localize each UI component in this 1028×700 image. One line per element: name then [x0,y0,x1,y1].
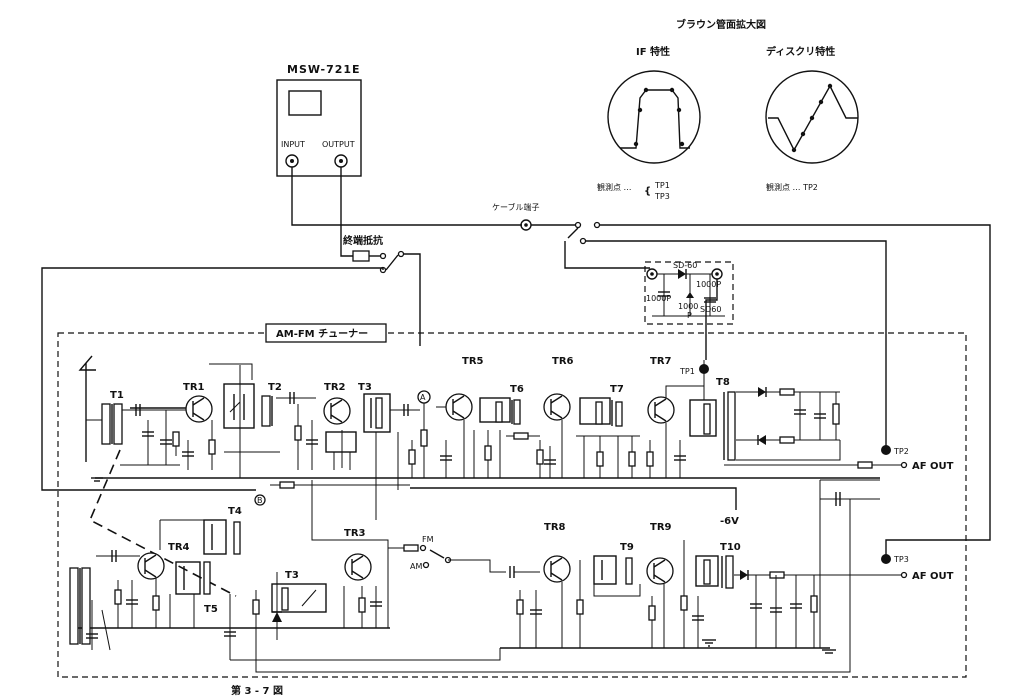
TR7-label: TR7 [650,356,672,367]
svg-text:TP1: TP1 [679,367,695,376]
if-tp3-label: TP3 [654,192,670,201]
T9-transformer [593,555,633,585]
probe-diode-label: SD-60 [673,261,697,270]
T1-transformer [86,403,123,445]
minus-6v-label: -6V [720,516,739,527]
fm-switch-label: FM [422,535,434,544]
T3-am-label: T3 [285,570,299,581]
T3-transformer [363,393,391,433]
tuner-label-box [265,323,387,343]
sweep-generator-box [276,79,362,177]
output-jack-label: OUTPUT [322,140,355,149]
scope-screen-header: ブラウン管面拡大図 [676,18,766,31]
cable-to-TP3 [600,224,991,558]
wire-to-TP2 [586,240,887,448]
TR5-label: TR5 [462,356,484,367]
T10-transformer [695,555,734,589]
if-tp1-label: TP1 [654,181,670,190]
testpoint-TP2 [881,445,891,455]
T8-label: T8 [716,377,730,388]
detector-probe: SD-60 1000P 1000P 1000 P SD60 [644,261,734,360]
discriminator-characteristic-scope [765,70,859,164]
T8-transformer [689,391,736,461]
TR8-transistor [543,555,571,583]
antenna [78,355,96,371]
T2-transformer [261,395,273,427]
wire-to-probe [564,241,650,269]
am-switch-label: AM [410,562,422,571]
probe-cap-label-1: 1000P [696,280,721,289]
T3-label: T3 [358,382,372,393]
svg-text:B: B [257,496,263,505]
svg-text:TP2: TP2 [893,447,909,456]
tuner-label: AM-FM チューナー [276,328,368,340]
T2-label: T2 [268,382,282,393]
probe-diode2-label: SD60 [700,305,721,314]
tuner-boundary [57,332,967,678]
T4-transformer [203,519,241,555]
TR6-transistor [543,393,571,421]
instrument-model-label: MSW-721E [287,63,361,76]
probe-cap-label-2: 1000P [646,294,671,303]
testpoint-TP3 [881,554,891,564]
T5-transformer [175,561,211,595]
input-cable [291,167,522,226]
TR8-label: TR8 [544,522,566,533]
T6-label: T6 [510,384,524,395]
T1-label: T1 [110,390,124,401]
sweep-generator-screen [288,90,322,116]
TR4-transistor [137,552,165,580]
T7-label: T7 [610,384,624,395]
TR7-transistor [647,396,675,424]
testpoint-B [254,494,266,506]
TR4-label: TR4 [168,542,190,553]
if-characteristic-scope [607,70,701,164]
TR9-label: TR9 [650,522,672,533]
TR3-transistor [344,553,372,581]
if-measurement-point-label: 観測点 … [597,182,632,192]
T5-label: T5 [204,604,218,615]
svg-text:TP3: TP3 [893,555,909,564]
TR1-transistor [185,395,213,423]
am-fm-switch [429,549,445,559]
TR2-transistor [323,397,351,425]
disc-measurement-point-label: 観測点 … TP2 [766,182,818,192]
T4-label: T4 [228,506,242,517]
discriminator-characteristic-label: ディスクリ特性 [766,45,835,58]
ground-symbol [91,477,836,654]
figure-caption: 第 3 - 7 図 [231,684,283,697]
TR1-tank [223,383,255,429]
cable-terminal-label: ケーブル端子 [492,202,540,212]
af-out-am: AF OUT [912,571,954,582]
termination-resistor-label: 終端抵抗 [343,234,383,247]
output-cable [340,167,353,257]
T9-label: T9 [620,542,634,553]
minus-6v-rail [410,487,737,510]
outer-loop-wire [41,267,384,491]
TR3-label: TR3 [344,528,366,539]
if-characteristic-label: IF 特性 [636,45,670,58]
wire-to-A [404,253,421,346]
am-gang-linkage [88,449,237,597]
T6-transformer [479,397,521,425]
svg-text:{: { [644,186,651,197]
probe-cap-label-3: 1000 [678,302,698,311]
am-bar-antenna [69,567,91,645]
termination-resistor [352,250,370,262]
TR2-label: TR2 [324,382,346,393]
af-out-fm: AF OUT [912,461,954,472]
T10-label: T10 [720,542,741,553]
cable-switch [567,227,579,239]
termination-switch [385,254,399,271]
TR5-transistor [445,393,473,421]
TR9-transistor [646,557,674,585]
T7-transformer [579,397,623,427]
input-jack-label: INPUT [281,140,305,149]
TR6-label: TR6 [552,356,574,367]
svg-text:A: A [420,393,426,402]
TR1-label: TR1 [183,382,205,393]
T3-am-osc-coil [271,583,327,613]
